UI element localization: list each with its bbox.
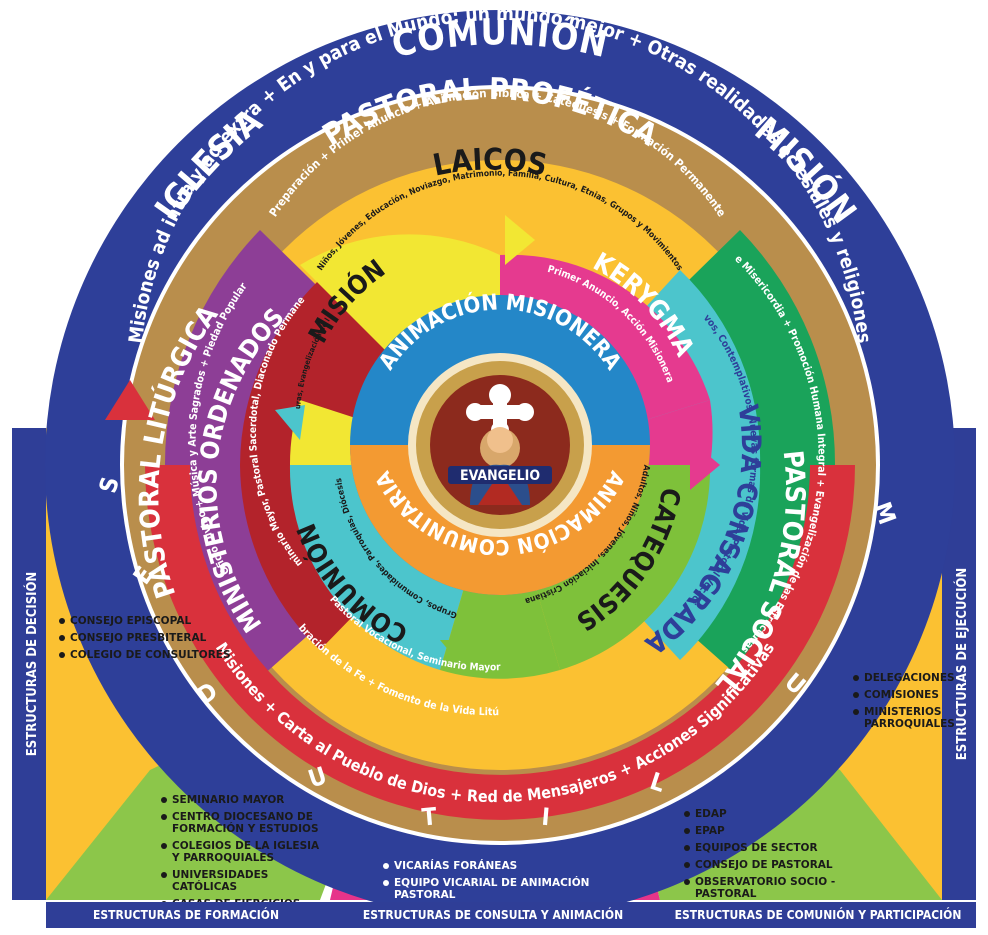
participation-list: EDAP EPAP EQUIPOS DE SECTOR CONSEJO DE PAST… [683, 808, 883, 905]
consult-footer: ESTRUCTURAS DE CONSULTA Y ANIMACIÓN [326, 902, 660, 928]
list-item: CONSEJO DE PASTORAL [683, 859, 883, 871]
list-item: CONSEJO EPISCOPAL [58, 615, 248, 627]
red-lower-ring [145, 465, 855, 820]
list-item: OBSERVATORIO SOCIO - PASTORAL [683, 876, 883, 900]
list-item: CONSEJO PRESBITERAL [58, 632, 248, 644]
decision-list: CONSEJO EPISCOPAL CONSEJO PRESBITERAL COLE… [58, 615, 248, 666]
list-item: CENTRO DIOCESANO DE FORMACIÓN Y ESTUDIOS [160, 811, 330, 835]
list-item: EQUIPO VICARIAL DE ANIMACIÓN PASTORAL [382, 877, 652, 901]
red-arrow-head [105, 380, 155, 420]
cross-icon [466, 384, 534, 439]
list-item: COLEGIOS DE LA IGLESIA Y PARROQUIALES [160, 840, 330, 864]
left-structure-bar [12, 428, 46, 900]
list-item: DELEGACIONES [852, 672, 955, 684]
kerygma-arrow [505, 215, 535, 265]
evangelio-plate [448, 466, 552, 484]
list-item: VICARÍAS FORÁNEAS [382, 860, 652, 872]
execution-title: ESTRUCTURAS DE EJECUCIÓN [954, 568, 970, 760]
list-item: UNIVERSIDADES CATÓLICAS [160, 869, 330, 893]
mision-arrow [275, 405, 305, 440]
red-ring-letter: T [421, 802, 438, 831]
list-item: EQUIPOS DE SECTOR [683, 842, 883, 854]
list-item: EPAP [683, 825, 883, 837]
comunion-arrow [440, 640, 490, 670]
list-item: MINISTERIOS PARROQUIALES [852, 706, 955, 730]
catequesis-arrow [690, 440, 720, 490]
red-ring-letter: S [94, 474, 125, 496]
consult-list: VICARÍAS FORÁNEAS EQUIPO VICARIAL DE ANIM… [382, 860, 652, 906]
participation-footer: ESTRUCTURAS DE COMUNIÓN Y PARTICIPACIÓN [660, 902, 976, 928]
decision-title: ESTRUCTURAS DE DECISIÓN [24, 572, 40, 756]
list-item: EDAP [683, 808, 883, 820]
list-item: COMISIONES [852, 689, 942, 701]
execution-list: DELEGACIONES COMISIONES MINISTERIOS PARROQ… [852, 672, 955, 735]
evangelio-label: EVANGELIO [460, 468, 540, 484]
red-ring-letter: I [540, 803, 550, 832]
formation-footer: ESTRUCTURAS DE FORMACIÓN [46, 902, 326, 928]
list-item: COLEGIO DE CONSULTORES [58, 649, 248, 661]
list-item: SEMINARIO MAYOR [160, 794, 330, 806]
